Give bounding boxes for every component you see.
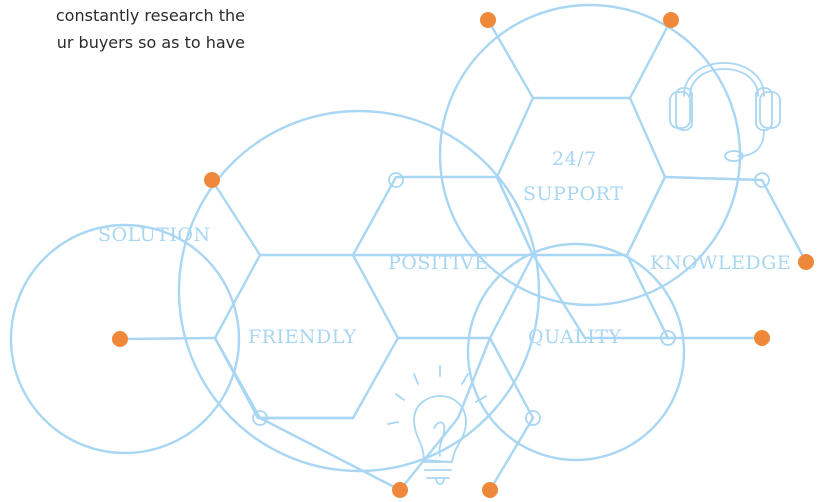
circle-top-right [438, 3, 742, 307]
node-dot [798, 254, 814, 270]
node-dot [754, 330, 770, 346]
intro-paragraph: constantly research the ur buyers so as … [0, 2, 245, 56]
intro-line-2: ur buyers so as to have [56, 33, 245, 52]
node-dot [204, 172, 220, 188]
intro-line-1: constantly research the [55, 6, 245, 25]
node-dot [392, 482, 408, 498]
hex-link-3 [495, 175, 535, 257]
orange-nodes [112, 12, 814, 498]
hex-link-4 [625, 175, 667, 257]
hex-labels: SOLUTION POSITIVE 24/7 SUPPORT KNOWLEDGE… [98, 148, 791, 348]
hex-quality-top [531, 253, 670, 340]
circle-bottom-right [466, 242, 686, 462]
circle-left [9, 223, 241, 455]
hollow-nodes [252, 172, 770, 426]
honeycomb [213, 96, 670, 492]
hex-link-1 [351, 336, 400, 420]
headset-icon [669, 62, 781, 162]
label-solution: SOLUTION [98, 224, 211, 246]
hex-positive-bottom [351, 253, 535, 340]
hex-positive-top [351, 175, 499, 257]
lightbulb-icon [387, 365, 487, 485]
node-dot [663, 12, 679, 28]
label-support-line1: 24/7 [552, 148, 597, 170]
node-dot [480, 12, 496, 28]
hex-link-2 [488, 336, 535, 420]
label-friendly: FRIENDLY [248, 326, 357, 348]
label-positive: POSITIVE [388, 252, 489, 274]
label-quality: QUALITY [528, 326, 622, 348]
node-dot [482, 482, 498, 498]
connector-lines [118, 18, 808, 492]
label-knowledge: KNOWLEDGE [650, 252, 791, 274]
node-dot [112, 331, 128, 347]
label-support-line2: SUPPORT [523, 183, 623, 205]
circle-center [177, 109, 541, 473]
background-circles [9, 3, 742, 473]
hex-bulb-edge [398, 336, 492, 492]
